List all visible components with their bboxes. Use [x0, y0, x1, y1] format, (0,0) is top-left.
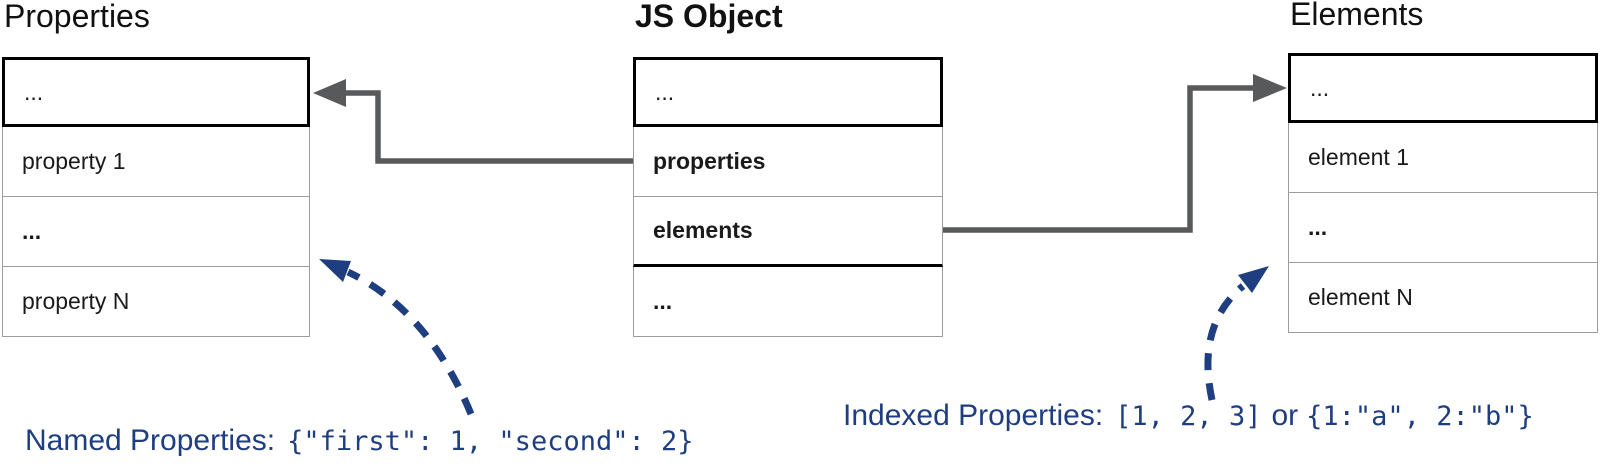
properties-row-1: property 1	[2, 127, 310, 197]
arrow-js-to-elements-head	[1253, 74, 1287, 102]
properties-row-header: ...	[2, 57, 310, 127]
named-properties-caption-label: Named Properties:	[25, 424, 276, 457]
indexed-properties-caption-code2: {1:"a", 2:"b"}	[1306, 401, 1534, 432]
elements-row-ellipsis: ...	[1288, 193, 1598, 263]
js-object-row-elements: elements	[633, 197, 943, 267]
indexed-properties-caption-label: Indexed Properties:	[843, 399, 1104, 432]
properties-table: ... property 1 ... property N	[2, 57, 310, 337]
arrow-js-to-properties-head	[313, 79, 346, 107]
dashed-arrow-named-properties-head	[319, 259, 351, 282]
elements-row-1: element 1	[1288, 123, 1598, 193]
js-object-table: ... properties elements ...	[633, 57, 943, 337]
indexed-properties-caption-code1: [1, 2, 3]	[1115, 401, 1262, 432]
arrow-js-to-properties	[344, 90, 633, 164]
js-object-row-properties: properties	[633, 127, 943, 197]
properties-table-title: Properties	[4, 0, 150, 34]
indexed-properties-caption-or: or	[1271, 399, 1299, 432]
elements-table: ... element 1 ... element N	[1288, 53, 1598, 333]
elements-row-n: element N	[1288, 263, 1598, 333]
properties-row-n: property N	[2, 267, 310, 337]
arrow-js-to-elements	[943, 85, 1254, 233]
elements-table-title: Elements	[1290, 0, 1424, 32]
named-properties-caption: Named Properties: {"first": 1, "second": …	[25, 422, 694, 461]
js-object-table-title: JS Object	[635, 0, 783, 34]
dashed-arrow-indexed-properties-head	[1238, 266, 1269, 293]
indexed-properties-caption: Indexed Properties: [1, 2, 3] or{1:"a", 2:…	[843, 397, 1534, 436]
dashed-arrow-named-properties	[346, 268, 475, 416]
js-object-row-ellipsis: ...	[633, 267, 943, 337]
js-object-row-header: ...	[633, 57, 943, 127]
named-properties-caption-code: {"first": 1, "second": 2}	[287, 426, 694, 457]
properties-row-ellipsis: ...	[2, 197, 310, 267]
elements-row-header: ...	[1288, 53, 1598, 123]
dashed-arrow-indexed-properties	[1204, 283, 1246, 401]
